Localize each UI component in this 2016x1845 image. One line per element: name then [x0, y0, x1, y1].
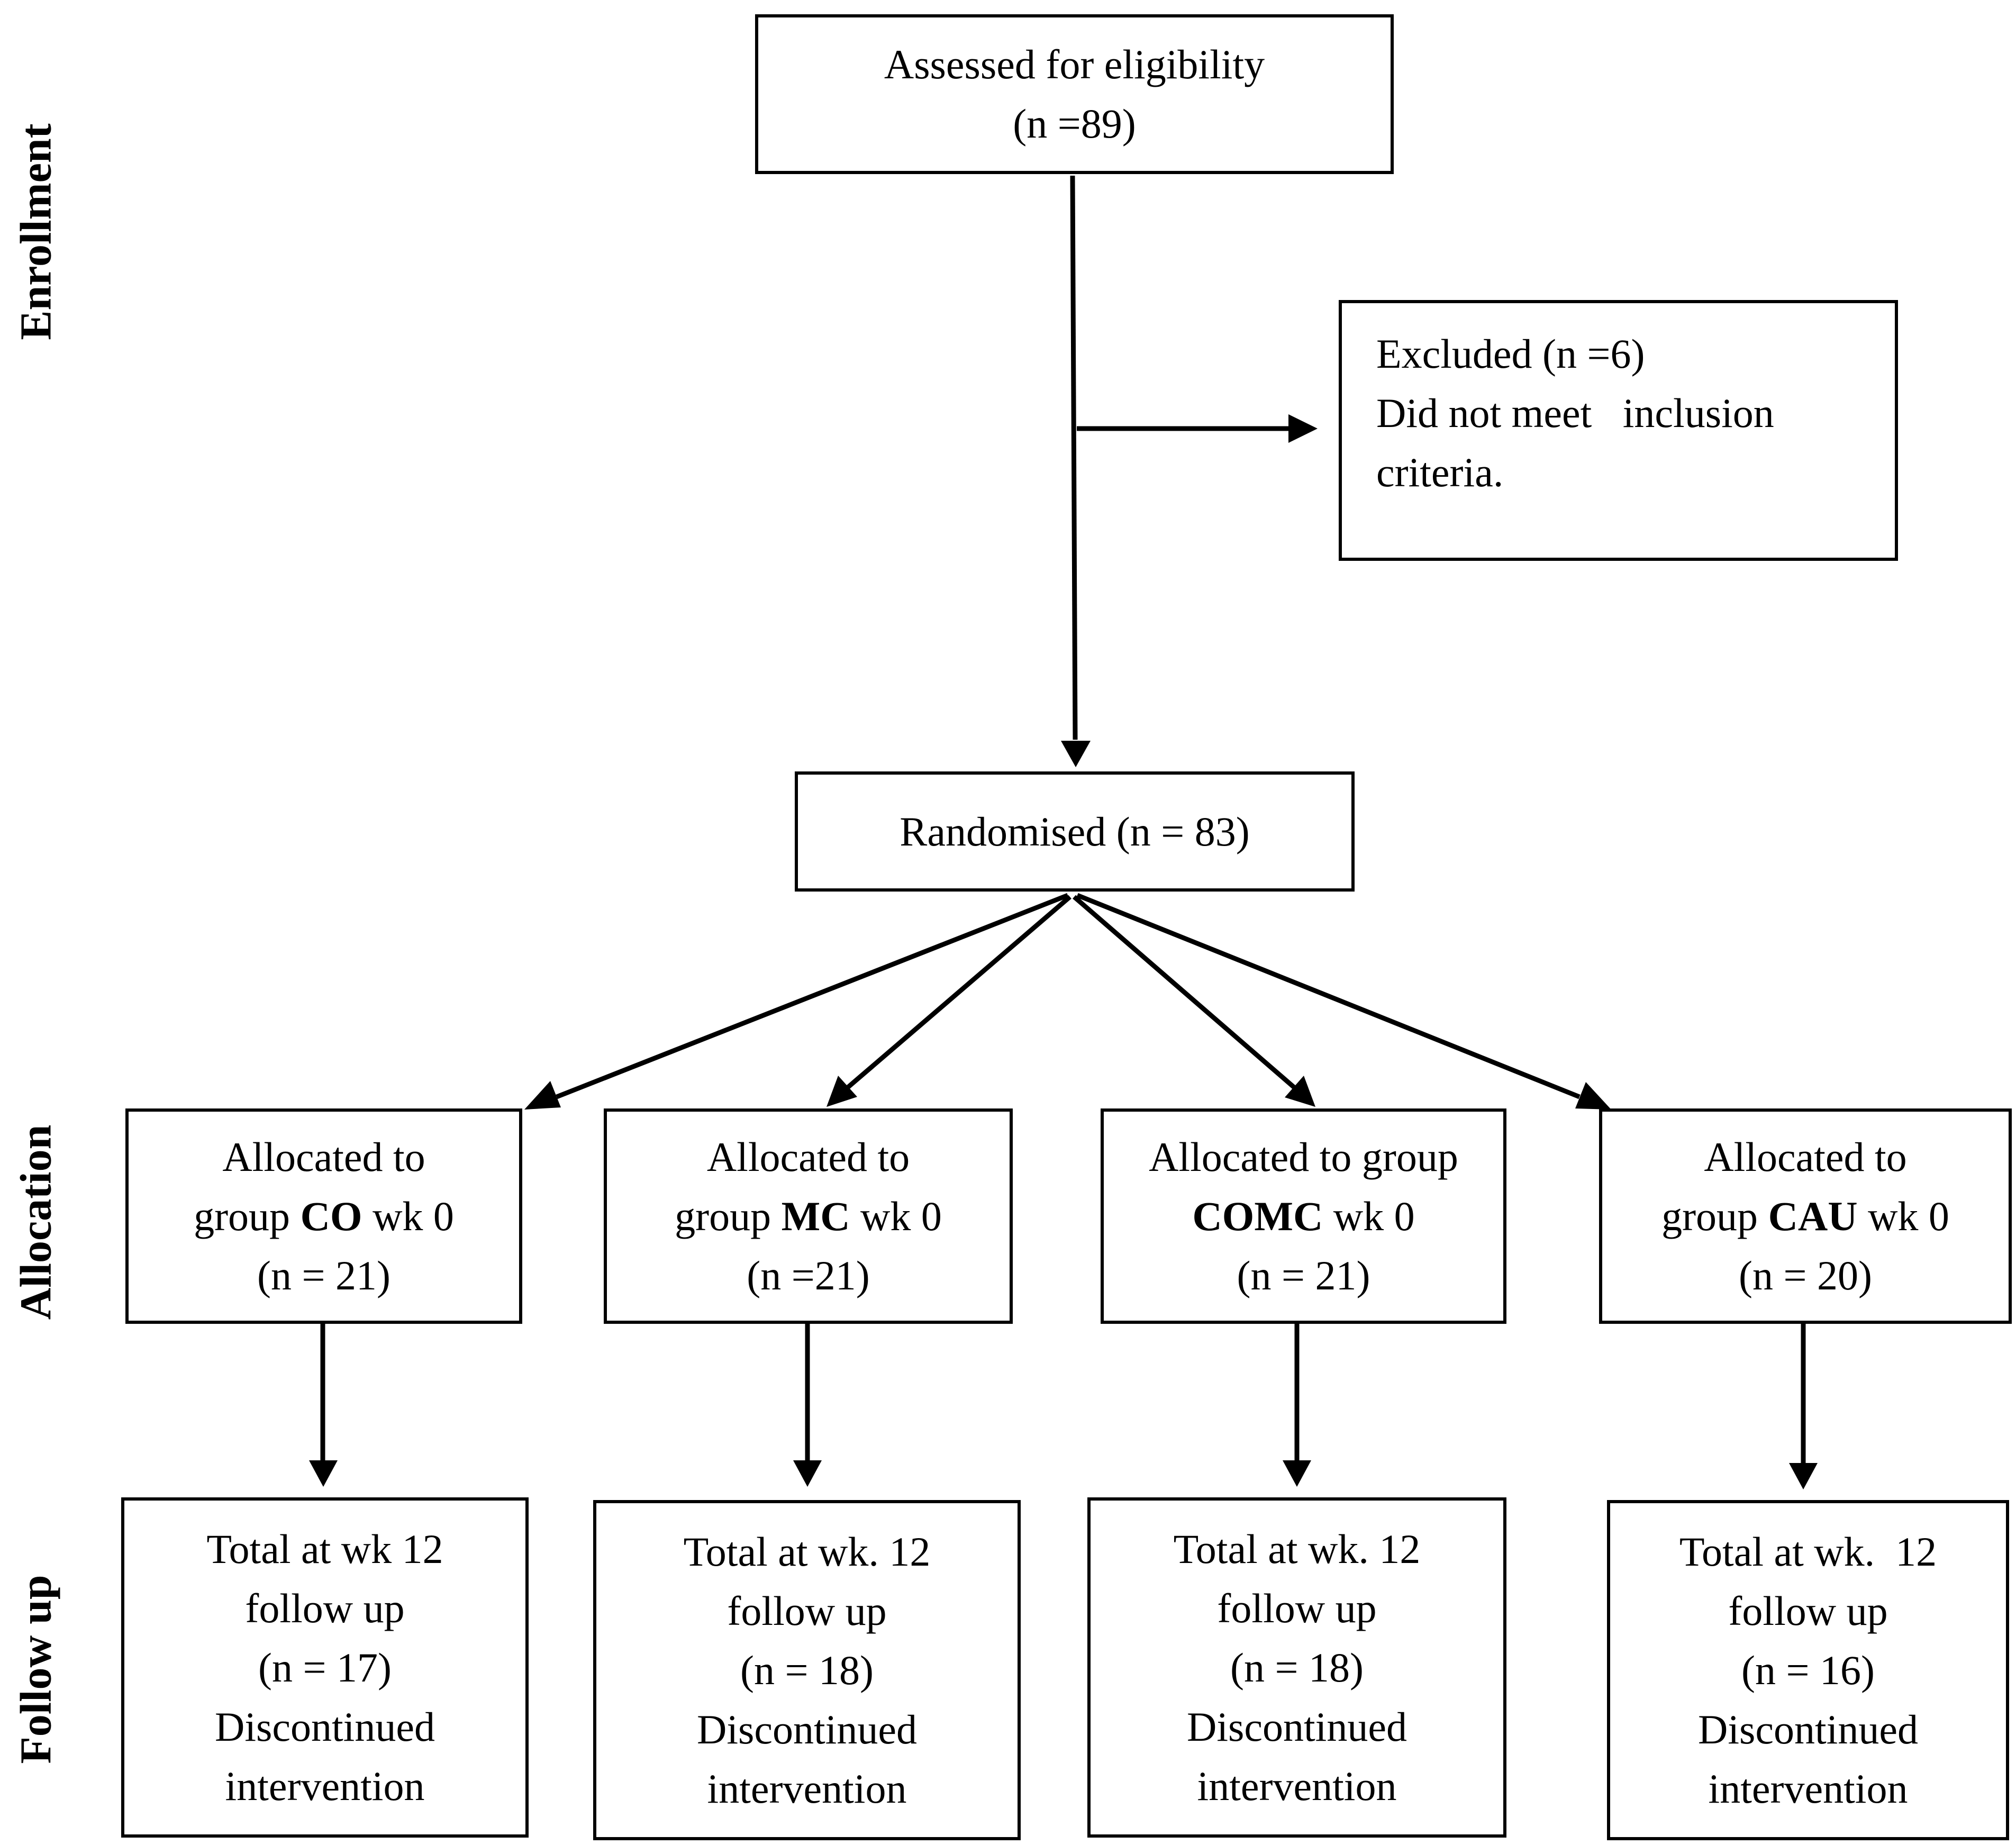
arrowhead [1789, 1463, 1818, 1489]
arrowhead [1061, 741, 1091, 767]
allocation-label: Allocated to [706, 1133, 910, 1180]
allocation-group-line: group MC wk 0 [675, 1193, 942, 1239]
allocation-box-mc: Allocated to group MC wk 0 (n =21) [604, 1108, 1013, 1324]
followup-count: (n = 16) [1741, 1647, 1875, 1693]
arrowhead [1285, 1076, 1315, 1107]
allocation-box-comc: Allocated to group COMC wk 0 (n = 21) [1101, 1108, 1506, 1324]
group-name: MC [781, 1193, 850, 1239]
followup-discontinued-cont: intervention [1197, 1762, 1397, 1809]
followup-discontinued: Discontinued [1698, 1706, 1918, 1752]
followup-discontinued: Discontinued [215, 1703, 435, 1750]
allocation-box-co: Allocated to group CO wk 0 (n = 21) [125, 1108, 522, 1324]
followup-box-comc: Total at wk. 12 follow up (n = 18) Disco… [1087, 1497, 1506, 1838]
group-name: CO [300, 1193, 362, 1239]
assessed-box: Assessed for eligibility (n =89) [755, 14, 1394, 174]
group-name: COMC [1192, 1193, 1323, 1239]
followup-discontinued: Discontinued [697, 1706, 917, 1752]
arrowhead [1283, 1460, 1311, 1487]
randomised-box: Randomised (n = 83) [795, 771, 1355, 892]
stage-label-allocation: Allocation [11, 1124, 61, 1320]
followup-label: follow up [727, 1587, 887, 1634]
followup-count: (n = 17) [258, 1644, 392, 1691]
followup-count: (n = 18) [1230, 1644, 1364, 1691]
group-name: CAU [1768, 1193, 1858, 1239]
followup-box-mc: Total at wk. 12 follow up (n = 18) Disco… [593, 1500, 1021, 1840]
arrow-assessed-to-randomised [1070, 175, 1078, 740]
assessed-count: (n =89) [1013, 101, 1136, 147]
followup-label: follow up [1217, 1585, 1377, 1631]
arrowhead [1288, 414, 1318, 443]
followup-total: Total at wk. 12 [1679, 1528, 1937, 1575]
followup-box-co: Total at wk 12 follow up (n = 17) Discon… [121, 1497, 529, 1838]
arrowhead [524, 1081, 561, 1110]
allocation-group-line: group CO wk 0 [194, 1193, 454, 1239]
excluded-label: Excluded (n =6) [1376, 331, 1645, 377]
allocation-label: Allocated to [1704, 1133, 1907, 1180]
arrow-to-co [556, 893, 1069, 1099]
allocation-group-line: COMC wk 0 [1192, 1193, 1415, 1239]
allocation-count: (n = 21) [257, 1252, 391, 1298]
allocation-count: (n = 20) [1739, 1252, 1872, 1298]
followup-box-cau: Total at wk. 12 follow up (n = 16) Disco… [1607, 1500, 2009, 1840]
followup-total: Total at wk. 12 [683, 1528, 931, 1575]
allocation-count: (n =21) [747, 1252, 870, 1298]
arrowhead [1575, 1082, 1611, 1110]
followup-discontinued-cont: intervention [225, 1762, 425, 1809]
followup-label: follow up [1728, 1587, 1888, 1634]
allocation-group-line: group CAU wk 0 [1661, 1193, 1949, 1239]
stage-label-enrollment: Enrollment [11, 123, 61, 340]
stage-label-follow-up: Follow up [11, 1575, 61, 1764]
followup-total: Total at wk 12 [206, 1525, 443, 1572]
allocation-label: Allocated to group [1149, 1133, 1458, 1180]
arrowhead [793, 1460, 822, 1487]
followup-count: (n = 18) [740, 1647, 874, 1693]
allocation-count: (n = 21) [1237, 1252, 1370, 1298]
arrowhead [827, 1076, 857, 1107]
followup-discontinued: Discontinued [1187, 1703, 1407, 1750]
randomised-label: Randomised (n = 83) [900, 808, 1250, 855]
followup-label: follow up [245, 1585, 405, 1631]
arrowhead [309, 1460, 338, 1487]
assessed-label: Assessed for eligibility [884, 41, 1265, 87]
followup-discontinued-cont: intervention [707, 1765, 907, 1812]
arrow-to-comc [1073, 895, 1297, 1090]
followup-total: Total at wk. 12 [1173, 1525, 1421, 1572]
allocation-label: Allocated to [222, 1133, 425, 1180]
excluded-box: Excluded (n =6) Did not meet inclusion c… [1339, 300, 1898, 561]
arrow-to-cau [1076, 893, 1581, 1099]
excluded-reason: Did not meet inclusion [1376, 390, 1774, 436]
arrow-to-mc [845, 895, 1071, 1090]
followup-discontinued-cont: intervention [1708, 1765, 1908, 1812]
excluded-reason-cont: criteria. [1376, 449, 1504, 495]
allocation-box-cau: Allocated to group CAU wk 0 (n = 20) [1599, 1108, 2012, 1324]
